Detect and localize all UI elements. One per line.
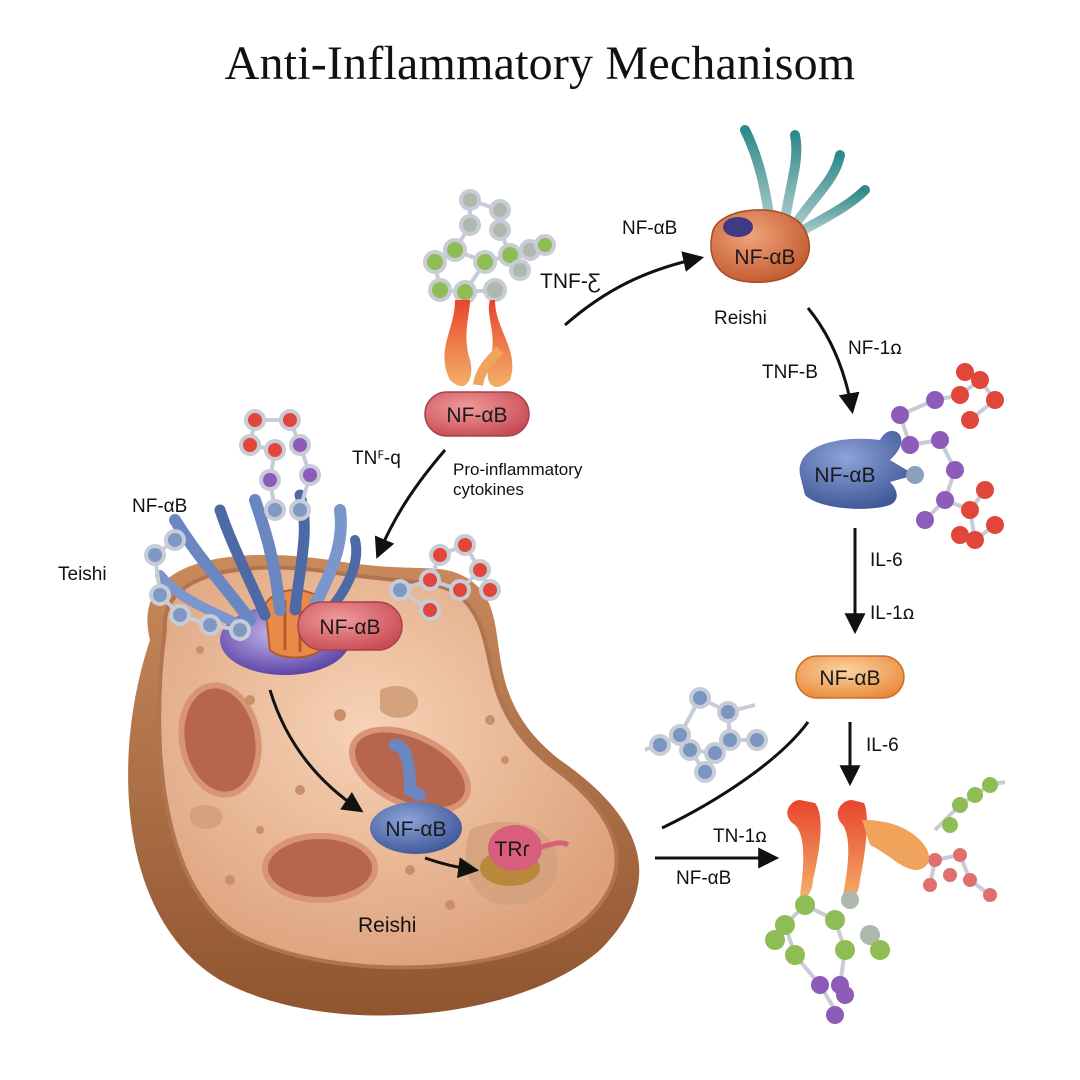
- svg-text:NF-αB: NF-αB: [814, 464, 875, 487]
- label-arrow2-left: TNF-B: [762, 362, 818, 383]
- organelle-vesicle: [190, 805, 223, 829]
- molecule-blue-small: [644, 687, 768, 783]
- label-arrow3: TNꟳ-q: [352, 448, 401, 469]
- arrow-nucleus-to-blue: [268, 689, 364, 813]
- label-nf-bottom: NF-αB: [676, 868, 732, 889]
- label-il1: IL-1ꭥ: [870, 603, 915, 624]
- label-tn1: TN-1ꭥ: [713, 826, 767, 847]
- arrow-receptor-to-cell: [564, 251, 705, 327]
- label-il6-first: IL-6: [870, 550, 903, 571]
- arrow-cell-to-blue: [806, 307, 860, 415]
- top-right-cell: NF-αB: [710, 125, 870, 283]
- label-reishi-cell: Reishi: [358, 914, 417, 937]
- bottom-receptor: [765, 777, 1006, 1024]
- label-il6-second: IL-6: [866, 735, 899, 756]
- arrow-receptor-to-bigcell: [374, 449, 447, 559]
- label-pro-inflammatory: Pro-inflammatory cytokines: [453, 460, 583, 499]
- organelle-mitochondrion: [178, 682, 262, 798]
- arrow-blue-to-pink: [424, 856, 480, 879]
- label-reishi-top: Reishi: [714, 308, 767, 329]
- organelle-vesicle: [380, 685, 419, 718]
- svg-text:NF-αB: NF-αB: [734, 246, 795, 269]
- right-orange-nfkb: NF-αB: [795, 655, 905, 699]
- curve-line: [661, 721, 810, 830]
- label-cell-nfkb: NF-αB: [132, 496, 188, 517]
- top-receptor-molecule: [423, 189, 556, 304]
- svg-text:NF-αB: NF-αB: [385, 818, 446, 841]
- label-arrow1-top: NF-αB: [622, 218, 678, 239]
- svg-text:NF-αB: NF-αB: [446, 404, 507, 427]
- molecule-chain-top: [239, 409, 321, 521]
- label-arrow2-right: NF-1ꭥ: [848, 338, 902, 359]
- cell-blue-nfkb: NF-αB: [370, 739, 462, 854]
- right-blue-protein: NF-αB: [799, 363, 1004, 549]
- cell-pink-protein: TRɾ: [480, 825, 570, 886]
- svg-text:TRɾ: TRɾ: [495, 838, 530, 861]
- svg-text:NF-αB: NF-αB: [319, 616, 380, 639]
- label-teishi: Teishi: [58, 564, 107, 585]
- organelle-mitochondrion: [262, 833, 378, 903]
- molecule-chain-blue-left: [144, 529, 251, 641]
- top-receptor-arms: [444, 300, 513, 388]
- top-center-nfkb: NF-αB: [424, 391, 530, 437]
- svg-text:NF-αB: NF-αB: [819, 667, 880, 690]
- cell-membrane-nfkb: NF-αB: [297, 601, 403, 651]
- label-arrow1-side: TNF-Ƹ: [540, 270, 601, 293]
- molecule-chain-red-cell: [389, 534, 501, 621]
- diagram-title: Anti-Inflammatory Mechanisom: [224, 37, 856, 90]
